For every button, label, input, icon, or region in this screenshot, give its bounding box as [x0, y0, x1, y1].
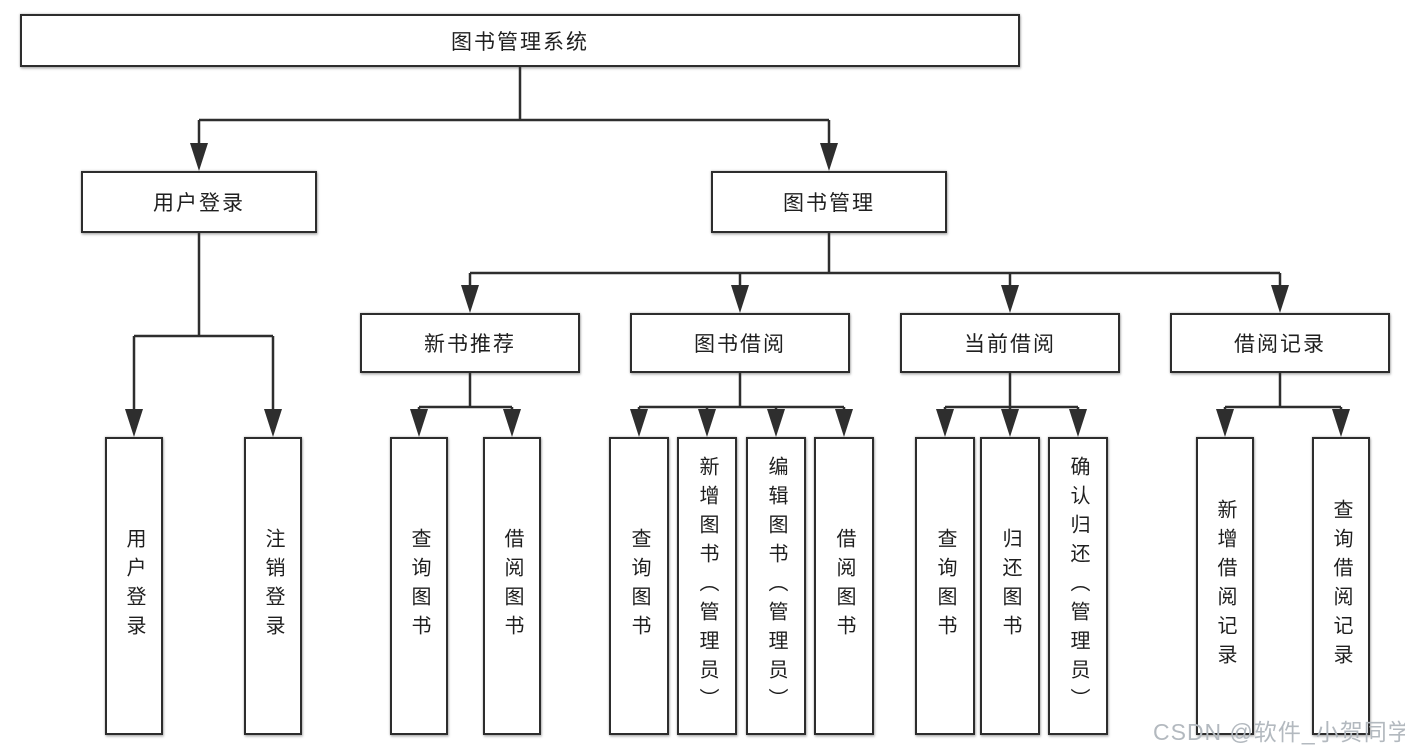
leaf-edit-book-admin: 编辑图书（管理员）: [746, 437, 806, 735]
node-user-login: 用户登录: [81, 171, 317, 233]
arrowhead-icon: [1001, 409, 1019, 437]
leaf-confirm-return-admin: 确认归还（管理员）: [1048, 437, 1108, 735]
arrowhead-icon: [820, 143, 838, 171]
leaf-logout: 注销登录: [244, 437, 302, 735]
arrowhead-icon: [190, 143, 208, 171]
arrowhead-icon: [936, 409, 954, 437]
arrowhead-icon: [835, 409, 853, 437]
arrowhead-icon: [410, 409, 428, 437]
node-borrow-records: 借阅记录: [1170, 313, 1390, 373]
arrowhead-icons: [125, 143, 1350, 437]
leaf-return-books: 归还图书: [980, 437, 1040, 735]
leaf-add-book-admin: 新增图书（管理员）: [677, 437, 737, 735]
arrowhead-icon: [1216, 409, 1234, 437]
node-new-book-recommend: 新书推荐: [360, 313, 580, 373]
leaf-query-borrow-record: 查询借阅记录: [1312, 437, 1370, 735]
arrowhead-icon: [264, 409, 282, 437]
leaf-borrow-books-recommend: 借阅图书: [483, 437, 541, 735]
arrowhead-icon: [461, 285, 479, 313]
csdn-watermark: CSDN @软件_小贺同学: [1153, 719, 1405, 745]
leaf-user-login: 用户登录: [105, 437, 163, 735]
leaf-add-borrow-record: 新增借阅记录: [1196, 437, 1254, 735]
node-current-borrowing: 当前借阅: [900, 313, 1120, 373]
arrowhead-icon: [698, 409, 716, 437]
arrowhead-icon: [1271, 285, 1289, 313]
arrowhead-icon: [1332, 409, 1350, 437]
leaf-query-books-recommend: 查询图书: [390, 437, 448, 735]
arrowhead-icon: [1001, 285, 1019, 313]
node-root: 图书管理系统: [20, 14, 1020, 67]
leaf-query-books-current: 查询图书: [915, 437, 975, 735]
arrowhead-icon: [503, 409, 521, 437]
arrowhead-icon: [731, 285, 749, 313]
leaf-query-books-borrow: 查询图书: [609, 437, 669, 735]
arrowhead-icon: [125, 409, 143, 437]
arrowhead-icon: [767, 409, 785, 437]
arrowhead-icon: [630, 409, 648, 437]
connector-lines: [132, 67, 1343, 412]
node-book-management: 图书管理: [711, 171, 947, 233]
leaf-borrow-books: 借阅图书: [814, 437, 874, 735]
arrowhead-icon: [1069, 409, 1087, 437]
node-book-borrowing: 图书借阅: [630, 313, 850, 373]
